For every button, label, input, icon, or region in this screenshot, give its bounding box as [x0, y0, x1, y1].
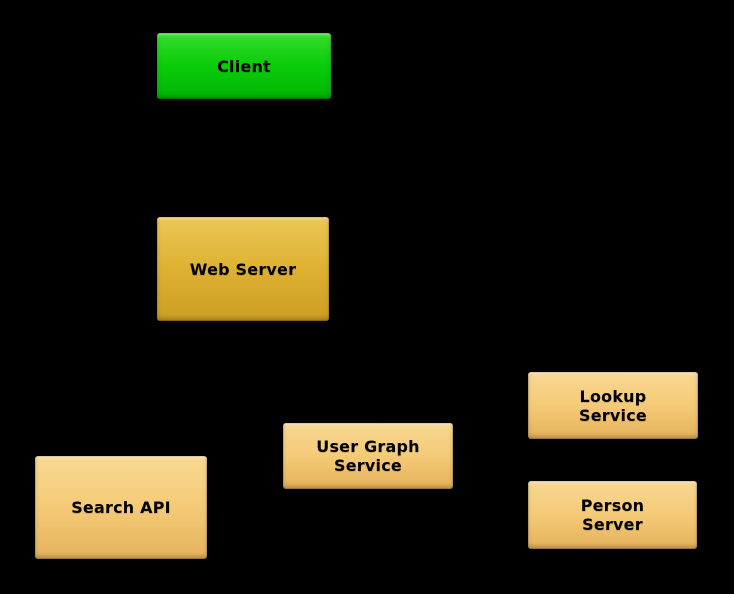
node-user-graph-service: User Graph Service — [283, 423, 453, 489]
node-search-api: Search API — [35, 456, 207, 559]
node-person-server: Person Server — [528, 481, 697, 549]
node-label-search-api: Search API — [71, 498, 171, 517]
node-label-person-server: Person Server — [580, 496, 645, 534]
node-label-client: Client — [217, 56, 271, 76]
node-client: Client — [157, 33, 331, 99]
node-lookup-service: Lookup Service — [528, 372, 698, 439]
node-label-user-graph-service: User Graph Service — [316, 437, 420, 475]
node-label-lookup-service: Lookup Service — [579, 386, 647, 425]
node-label-web-server: Web Server — [189, 259, 297, 279]
node-web-server: Web Server — [157, 217, 329, 321]
